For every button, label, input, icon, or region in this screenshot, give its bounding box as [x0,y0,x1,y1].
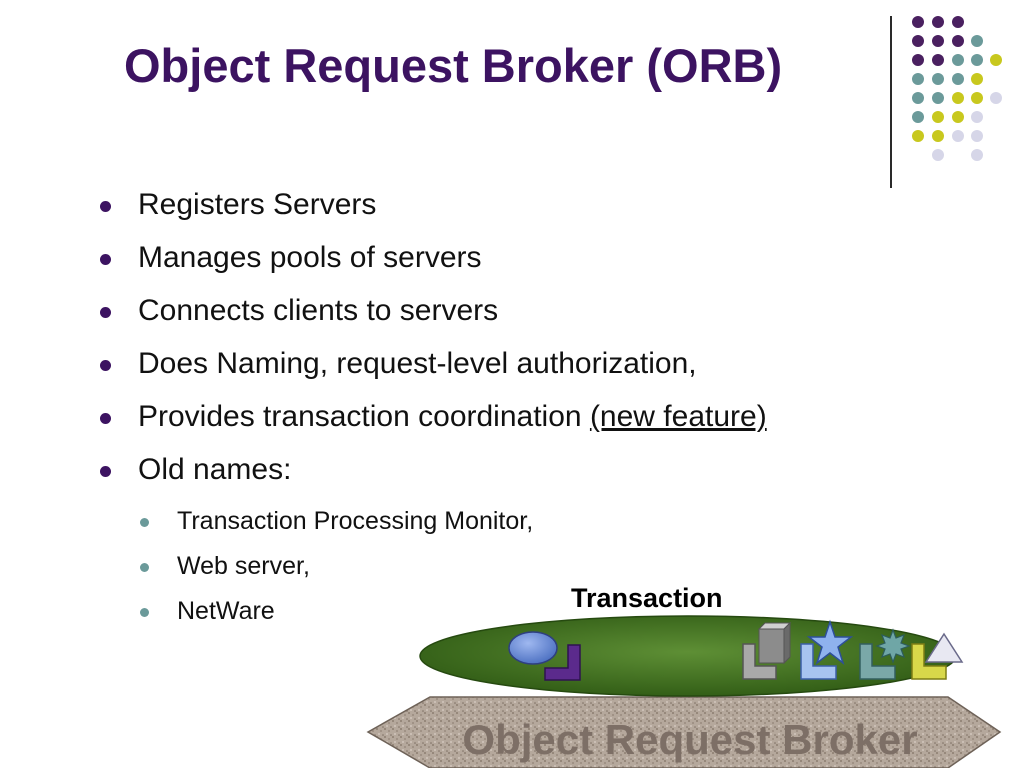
decor-dot [932,92,944,104]
decor-dot [912,73,924,85]
decor-dot [952,35,964,47]
decor-dot [971,92,983,104]
sub-bullet-dot-icon [140,518,149,527]
new-feature-link[interactable]: (new feature) [589,400,767,433]
bullet-text-main: Provides transaction coordination [138,400,582,433]
decor-dot [952,92,964,104]
bullet-text: Does Naming, request-level authorization… [138,347,697,380]
transaction-label: Transaction [571,583,723,613]
bullet-text: Registers Servers [138,188,377,221]
gray-bracket-shape [742,643,777,680]
bullet-text: Connects clients to servers [138,294,499,327]
bullet-dot-icon [100,360,111,371]
bullet-text: Old names: [138,453,292,486]
decor-dot [912,54,924,66]
decor-dot [932,73,944,85]
broker-label: Object Request Broker [462,716,918,763]
decor-dot [932,35,944,47]
bullet-dot-icon [100,307,111,318]
decor-dot [912,111,924,123]
bullet-text: Manages pools of servers [138,241,482,274]
decor-dot [952,54,964,66]
divider-line [890,16,892,188]
bullet-dot-icon [100,413,111,424]
slide-title: Object Request Broker (ORB) [124,39,783,92]
sub-bullet-text: Transaction Processing Monitor, [177,507,534,535]
decor-dot [971,130,983,142]
decor-dot [912,16,924,28]
broker-slab [366,696,1002,768]
decor-dot [932,111,944,123]
decor-dot [912,35,924,47]
sub-bullet-dot-icon [140,563,149,572]
decorative-dot-grid [912,16,1002,161]
decor-dot [971,111,983,123]
decor-dot [952,111,964,123]
decor-dot [971,35,983,47]
decor-dot [971,149,983,161]
white-triangle-shape [924,632,964,663]
decor-dot [932,149,944,161]
sub-bullet-text: NetWare [177,597,275,625]
decor-dot [990,92,1002,104]
teal-bracket-shape [859,643,896,680]
blue-bracket-shape [800,643,837,680]
decor-dot [971,54,983,66]
client-bracket-shape [544,644,581,681]
decor-dot [932,130,944,142]
sub-bullet-dot-icon [140,608,149,617]
decor-dot [932,16,944,28]
decor-dot [952,16,964,28]
decor-dot [952,130,964,142]
sub-bullet-text: Web server, [177,552,310,580]
decor-dot [932,54,944,66]
bullet-dot-icon [100,254,111,265]
yellow-bracket-shape [911,643,947,680]
bullet-dot-icon [100,201,111,212]
teal-burst-shape [875,628,911,664]
bullet-text: Provides transaction coordination (new f… [138,400,767,434]
decor-dot [990,54,1002,66]
decor-dot [971,73,983,85]
decor-dot [952,73,964,85]
decor-dot [912,130,924,142]
bullet-dot-icon [100,466,111,477]
transaction-ellipse [419,615,957,697]
client-oval-shape [508,631,558,665]
decor-dot [912,92,924,104]
blue-star-shape [806,619,854,666]
